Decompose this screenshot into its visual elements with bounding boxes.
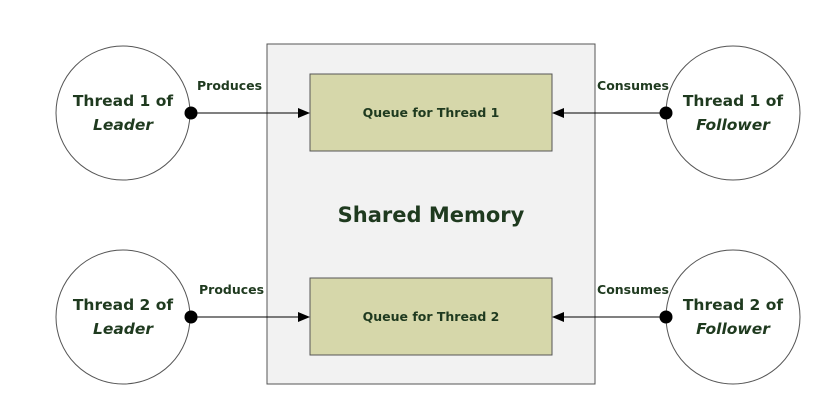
consumes-dot-1: [659, 106, 673, 120]
leader-thread-2-circle: [55, 249, 191, 385]
follower-thread-1-line2: Follower: [696, 116, 771, 134]
follower-thread-1-circle: [665, 45, 801, 181]
produces-dot-1: [184, 106, 198, 120]
produces-label-2: Produces: [199, 282, 264, 297]
follower-thread-1-line1: Thread 1 of: [683, 92, 784, 110]
consumes-label-1: Consumes: [597, 78, 669, 93]
leader-thread-1-line2: Leader: [93, 116, 154, 134]
consumes-label-2: Consumes: [597, 282, 669, 297]
consumes-dot-2: [659, 310, 673, 324]
follower-thread-2-circle: [665, 249, 801, 385]
queue-box-thread-2: [309, 277, 553, 356]
follower-thread-2-line2: Follower: [696, 320, 771, 338]
leader-thread-2-line1: Thread 2 of: [73, 296, 174, 314]
queue-box-thread-1: [309, 73, 553, 152]
queue-label-thread-1: Queue for Thread 1: [363, 105, 500, 120]
follower-thread-2-line1: Thread 2 of: [683, 296, 784, 314]
shared-memory-label: Shared Memory: [338, 203, 525, 227]
leader-thread-2-line2: Leader: [93, 320, 154, 338]
produces-label-1: Produces: [197, 78, 262, 93]
leader-thread-1-circle: [55, 45, 191, 181]
leader-thread-1-line1: Thread 1 of: [73, 92, 174, 110]
produces-dot-2: [184, 310, 198, 324]
queue-label-thread-2: Queue for Thread 2: [363, 309, 500, 324]
